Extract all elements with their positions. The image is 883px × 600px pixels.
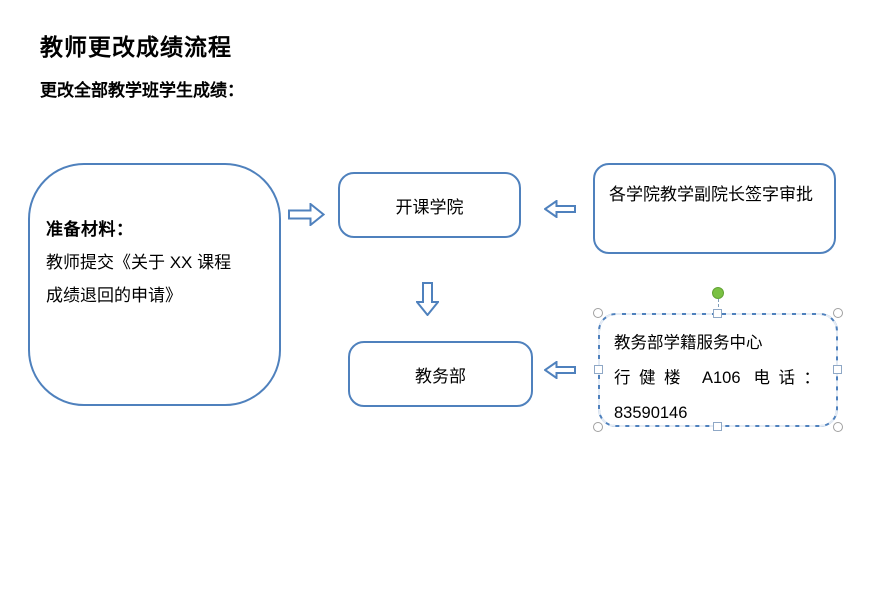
resize-handle-bottom-left[interactable] <box>593 422 603 432</box>
node-course-college[interactable]: 开课学院 <box>338 172 521 238</box>
service-center-line-2: 行健楼 A106 电话： <box>614 369 820 387</box>
node-vice-dean-approval[interactable]: 各学院教学副院长签字审批 <box>593 163 836 254</box>
resize-handle-left[interactable] <box>594 365 603 374</box>
arrow-down-icon[interactable] <box>416 282 439 316</box>
resize-handle-bottom[interactable] <box>713 422 722 431</box>
node-course-college-label: 开课学院 <box>395 197 464 217</box>
materials-heading: 准备材料： <box>46 220 134 239</box>
resize-handle-bottom-right[interactable] <box>833 422 843 432</box>
node-service-center[interactable]: 教务部学籍服务中心 行健楼 A106 电话： 83590146 <box>593 287 843 432</box>
node-vice-dean-approval-label: 各学院教学副院长签字审批 <box>609 185 813 204</box>
page-subtitle: 更改全部教学班学生成绩： <box>40 81 244 100</box>
resize-handle-top-left[interactable] <box>593 308 603 318</box>
resize-handle-top[interactable] <box>713 309 722 318</box>
resize-handle-right[interactable] <box>833 365 842 374</box>
resize-handle-top-right[interactable] <box>833 308 843 318</box>
service-center-line-3: 83590146 <box>614 404 688 422</box>
materials-box[interactable]: 准备材料： 教师提交《关于 XX 课程 成绩退回的申请》 <box>28 163 281 406</box>
materials-line-1: 教师提交《关于 XX 课程 <box>46 253 232 272</box>
service-center-line-1: 教务部学籍服务中心 <box>614 334 763 352</box>
arrow-left-bottom-icon[interactable] <box>544 361 576 379</box>
node-academic-affairs[interactable]: 教务部 <box>348 341 533 407</box>
service-center-text: 教务部学籍服务中心 行健楼 A106 电话： 83590146 <box>614 326 820 431</box>
rotation-handle[interactable] <box>712 287 724 299</box>
rotation-connector-line <box>718 299 719 312</box>
node-academic-affairs-label: 教务部 <box>415 366 466 386</box>
materials-line-2: 成绩退回的申请》 <box>46 286 182 305</box>
page-title: 教师更改成绩流程 <box>40 34 232 60</box>
materials-text: 准备材料： 教师提交《关于 XX 课程 成绩退回的申请》 <box>46 213 269 312</box>
arrow-left-top-icon[interactable] <box>544 200 576 218</box>
arrow-right-icon[interactable] <box>288 203 325 226</box>
